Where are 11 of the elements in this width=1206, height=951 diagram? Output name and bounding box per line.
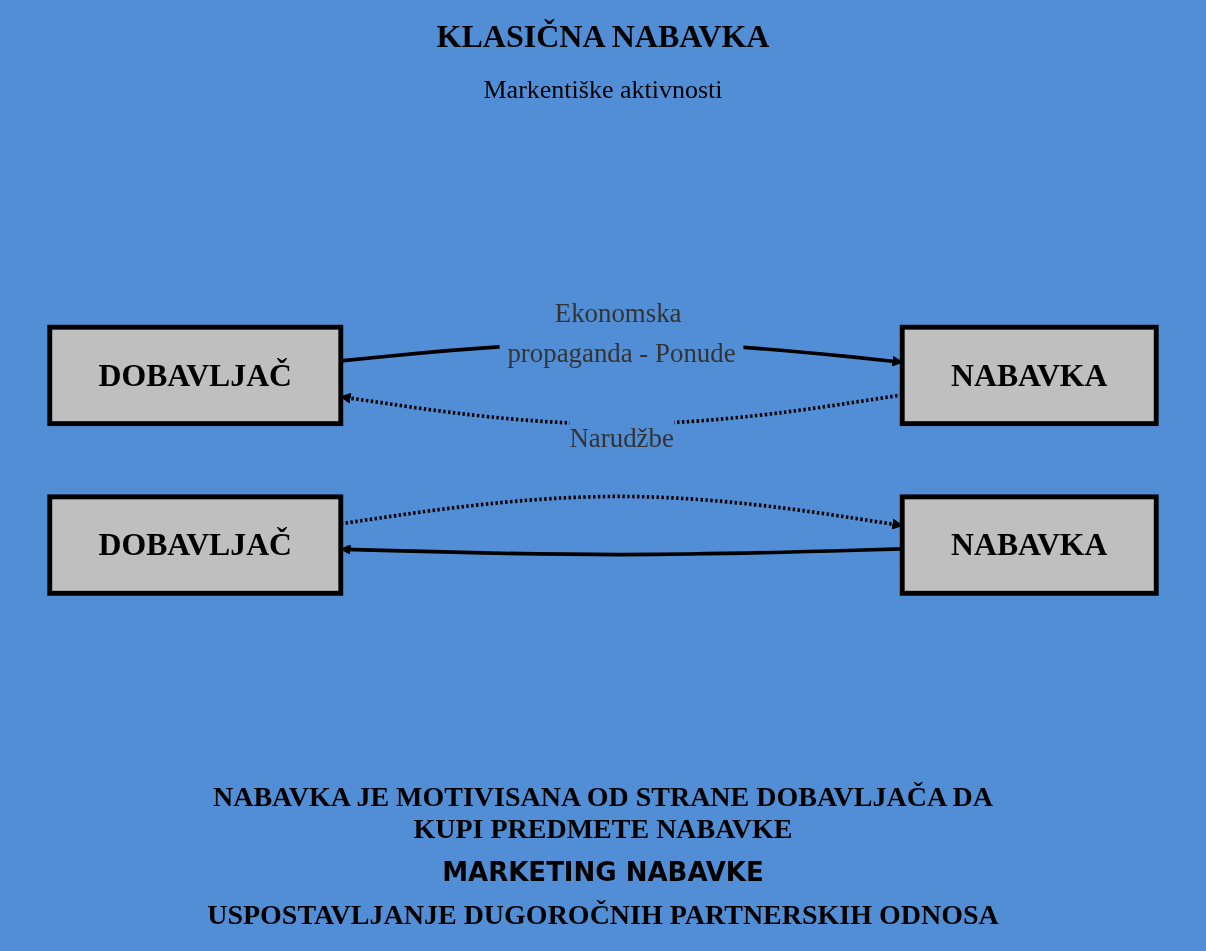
section-heading: MARKETING NABAVKE [442, 857, 764, 887]
node-box: DOBAVLJAČ [47, 324, 344, 427]
node-box: NABAVKA [899, 494, 1159, 596]
note-text: NABAVKA JE MOTIVISANA OD STRANE DOBAVLJAČA DA KUPI PREDMETE NABAVKE [212, 781, 994, 845]
node-box: DOBAVLJAČ [47, 494, 344, 596]
caption-text: Markentiške aktivnosti [483, 75, 723, 105]
title: KLASIČNA NABAVKA [436, 18, 770, 55]
edge-label: Ekonomska propaganda - Ponude [507, 297, 736, 369]
note-text: USPOSTAVLJANJE DUGOROČNIH PARTNERSKIH ODNOSA [207, 899, 999, 931]
edge-label: Narudžbe [569, 422, 674, 454]
node-box: NABAVKA [899, 324, 1159, 427]
